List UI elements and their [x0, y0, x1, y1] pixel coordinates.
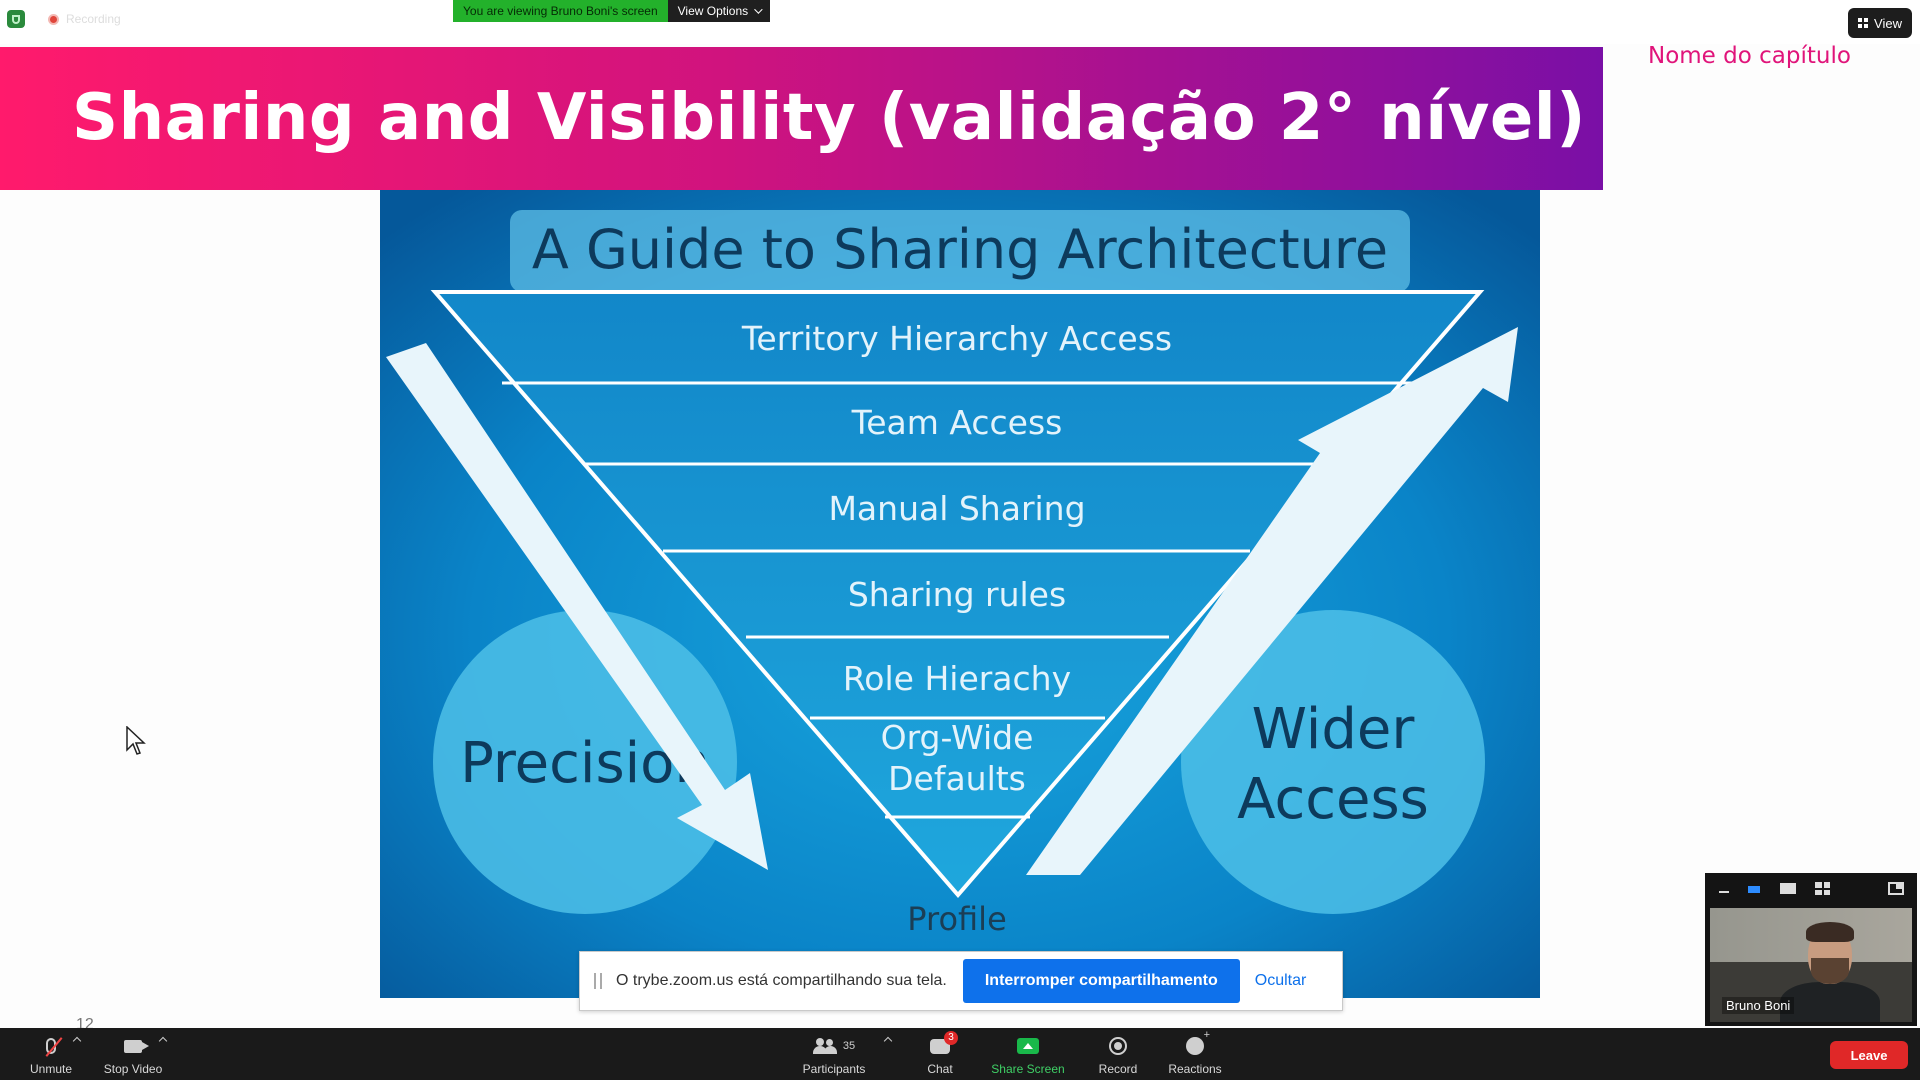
gallery-layout-icon[interactable] [1815, 882, 1830, 895]
layer-label: Role Hierachy [843, 659, 1071, 698]
view-button-label: View [1874, 15, 1902, 31]
reactions-smiley-icon [1186, 1029, 1210, 1055]
view-options-button[interactable]: View Options [667, 0, 771, 22]
stop-video-button[interactable]: Stop Video [98, 1028, 168, 1080]
viewing-banner: You are viewing Bruno Boni's screen View… [453, 0, 771, 22]
share-screen-icon [1017, 1038, 1039, 1054]
record-label: Record [1098, 1062, 1138, 1076]
wider-access-circle [1181, 610, 1485, 914]
microphone-muted-icon [45, 1037, 63, 1057]
drag-handle-icon[interactable] [594, 973, 602, 989]
participants-icon [812, 1038, 837, 1054]
participants-button[interactable]: 35 Participants [798, 1028, 870, 1080]
reactions-label: Reactions [1168, 1062, 1222, 1076]
single-view-layout-icon[interactable] [1780, 883, 1796, 894]
chevron-down-icon [754, 5, 763, 14]
stop-sharing-button[interactable]: Interromper compartilhamento [962, 959, 1240, 1003]
layer-label-line1: Org-Wide [881, 718, 1034, 757]
video-camera-icon [124, 1039, 149, 1053]
view-options-label: View Options [677, 4, 749, 18]
funnel-dividers [502, 381, 1414, 819]
up-arrow [1026, 327, 1518, 875]
exit-fullscreen-icon[interactable] [1888, 882, 1904, 895]
share-screen-label: Share Screen [991, 1062, 1065, 1076]
share-notice-text: O trybe.zoom.us está compartilhando sua … [616, 972, 947, 989]
leave-meeting-button[interactable]: Leave [1830, 1041, 1908, 1069]
unmute-label: Unmute [29, 1062, 73, 1076]
meeting-toolbar: Unmute Stop Video 35 Participants 3 [0, 1028, 1920, 1080]
chat-icon: 3 [930, 1030, 958, 1054]
chat-label: Chat [927, 1062, 953, 1076]
minimize-icon[interactable] [1719, 891, 1729, 893]
wider-label: Wider [1252, 697, 1416, 762]
precision-circle [433, 610, 737, 914]
guide-title: A Guide to Sharing Architecture [532, 218, 1388, 281]
sharing-architecture-diagram: A Guide to Sharing Architecture Precisio… [380, 190, 1540, 998]
participants-label: Participants [802, 1062, 866, 1076]
layer-label: Sharing rules [848, 575, 1066, 614]
video-panel-controls [1705, 873, 1917, 903]
active-speaker-layout-icon[interactable] [1748, 886, 1760, 893]
record-button[interactable]: Record [1094, 1028, 1142, 1080]
participant-video-tile[interactable]: Bruno Boni [1710, 908, 1912, 1022]
guide-title-tab [510, 210, 1410, 292]
layer-label: Territory Hierarchy Access [741, 319, 1172, 358]
mouse-cursor-icon [126, 725, 146, 761]
chat-unread-badge: 3 [944, 1030, 958, 1045]
security-shield-icon[interactable] [7, 10, 25, 28]
slide-title: Sharing and Visibility (validação 2° nív… [72, 81, 1586, 155]
top-bar: Recording You are viewing Bruno Boni's s… [0, 0, 1920, 44]
reactions-button[interactable]: Reactions [1164, 1028, 1226, 1080]
recording-label: Recording [66, 12, 121, 26]
recording-dot-icon [48, 14, 59, 25]
layer-label: Team Access [851, 403, 1063, 442]
grid-view-icon [1858, 18, 1869, 28]
slide-title-band: Sharing and Visibility (validação 2° nív… [0, 47, 1603, 190]
sharing-funnel [430, 290, 1485, 899]
layer-label: Profile [907, 900, 1007, 938]
down-arrow [386, 343, 768, 870]
access-label: Access [1237, 767, 1429, 832]
participants-count: 35 [842, 1040, 856, 1052]
chapter-label: Nome do capítulo [1648, 43, 1851, 69]
layer-label-line2: Defaults [888, 759, 1026, 798]
share-screen-button[interactable]: Share Screen [985, 1028, 1071, 1080]
layer-label: Manual Sharing [828, 489, 1085, 528]
participant-name: Bruno Boni [1722, 997, 1795, 1014]
hide-link[interactable]: Ocultar [1254, 972, 1307, 989]
unmute-button[interactable]: Unmute [24, 1028, 78, 1080]
record-icon [1109, 1037, 1127, 1055]
chat-button[interactable]: 3 Chat [920, 1028, 960, 1080]
stop-video-label: Stop Video [103, 1062, 163, 1076]
participants-options-caret-icon[interactable] [883, 1036, 893, 1046]
video-panel: Bruno Boni [1705, 873, 1917, 1026]
screen-share-notification: O trybe.zoom.us está compartilhando sua … [579, 951, 1343, 1011]
view-button[interactable]: View [1848, 8, 1912, 38]
viewing-banner-text: You are viewing Bruno Boni's screen [453, 0, 668, 22]
